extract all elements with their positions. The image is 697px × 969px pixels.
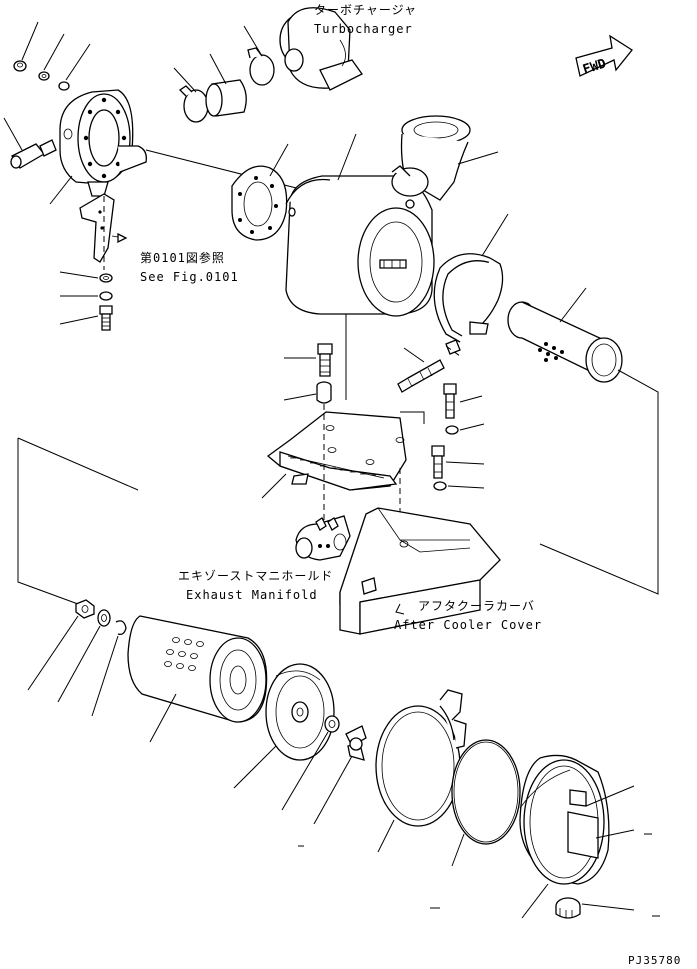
see-fig-label-jp: 第0101図参照 bbox=[140, 250, 225, 265]
sensor-plug bbox=[10, 139, 57, 169]
nut-lower bbox=[75, 599, 95, 619]
elbow-pipe bbox=[391, 115, 471, 201]
bolt-center bbox=[317, 343, 333, 377]
filter-cap bbox=[265, 663, 335, 761]
band-clamp bbox=[433, 253, 504, 355]
after-cooler-label-en: After Cooler Cover bbox=[394, 618, 542, 632]
clamp-medium bbox=[247, 47, 275, 86]
tube bbox=[205, 79, 247, 117]
exhaust-manifold-label-en: Exhaust Manifold bbox=[186, 588, 318, 602]
valve-cap bbox=[555, 897, 581, 919]
forward-arrow-icon: FWD bbox=[575, 34, 633, 78]
washer-bracket-2 bbox=[99, 291, 113, 301]
bracket bbox=[79, 193, 115, 263]
after-cooler-label-jp: アフタクーラカーバ bbox=[418, 599, 535, 613]
after-cooler-cover bbox=[339, 507, 501, 635]
bolt-right-1 bbox=[443, 383, 457, 419]
forward-arrow-label: FWD bbox=[581, 56, 608, 78]
perforated-tube bbox=[507, 301, 623, 383]
o-ring bbox=[451, 739, 521, 845]
exhaust-manifold-label-jp: エキゾーストマニホールド bbox=[178, 569, 333, 583]
long-bolt bbox=[397, 359, 445, 393]
drawing-number: PJ35780 bbox=[628, 954, 681, 967]
gasket bbox=[231, 165, 288, 241]
filter-cover bbox=[519, 754, 610, 885]
turbocharger bbox=[279, 7, 363, 91]
exhaust-elbow-flange bbox=[59, 89, 147, 197]
bolt-bracket bbox=[99, 305, 113, 331]
muffler bbox=[285, 175, 435, 317]
turbocharger-label-jp: ターボチャージャ bbox=[314, 3, 417, 17]
washer-lower bbox=[97, 609, 111, 627]
lock-washer-lower bbox=[115, 620, 127, 636]
lock-washer-top-left bbox=[58, 81, 70, 91]
turbocharger-label-en: Turbocharger bbox=[314, 22, 413, 36]
band-clamp-lower bbox=[375, 689, 467, 827]
washer-right-2 bbox=[433, 481, 447, 491]
wing-nut-washer bbox=[324, 715, 340, 733]
exhaust-manifold bbox=[295, 515, 351, 561]
bolt-right-2 bbox=[431, 445, 445, 479]
washer-right-1 bbox=[445, 425, 459, 435]
washer-bracket-1 bbox=[99, 273, 113, 283]
filter-element bbox=[127, 615, 268, 723]
nut-top-left bbox=[13, 60, 27, 72]
clamp-small bbox=[178, 85, 209, 123]
spacer bbox=[316, 381, 332, 404]
wing-nut bbox=[345, 725, 367, 761]
washer-top-left bbox=[38, 71, 50, 81]
bracket-plate bbox=[266, 411, 407, 491]
see-fig-label-en: See Fig.0101 bbox=[140, 270, 239, 284]
